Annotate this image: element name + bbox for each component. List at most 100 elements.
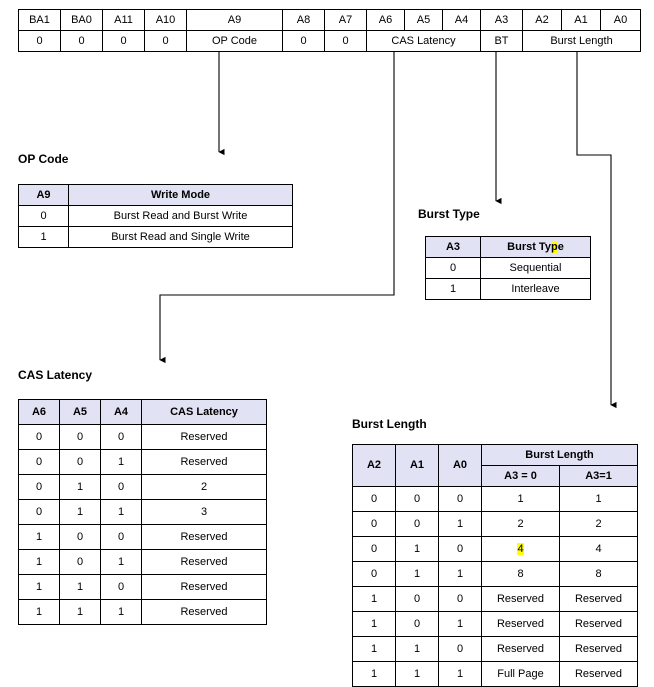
field-op-code: OP Code — [186, 30, 283, 52]
bl-row2-a3-0: 4 — [481, 536, 560, 562]
burst-length-caption: Burst Length — [352, 417, 427, 431]
cas-latency-caption: CAS Latency — [18, 368, 93, 382]
cas-row5-value: Reserved — [141, 549, 267, 575]
cas-row7-a6: 1 — [18, 599, 60, 625]
bit-label-a8: A8 — [282, 9, 325, 31]
field-burst-length: Burst Length — [522, 30, 641, 52]
table-row: 1 1 0 Reserved — [18, 574, 267, 600]
table-row: 1 Burst Read and Single Write — [18, 226, 293, 248]
bit-label-ba1: BA1 — [18, 9, 61, 31]
burst-type-row1-bit: 1 — [425, 278, 481, 300]
bl-row1-a3-1: 2 — [558, 511, 639, 537]
table-row: 1 0 0 Reserved Reserved — [352, 586, 639, 612]
opcode-header-a9: A9 — [18, 184, 69, 206]
cas-row2-a4: 0 — [100, 474, 142, 500]
table-header-row: A9 Write Mode — [18, 184, 293, 206]
cas-row2-a5: 1 — [59, 474, 101, 500]
bl-row6-a3-1: Reserved — [558, 636, 639, 662]
table-row: 0 0 0 1 1 — [352, 486, 639, 512]
burst-type-header-label: Burst Type — [480, 236, 591, 258]
bl-row5-a2: 1 — [352, 611, 396, 637]
table-row: 0 Burst Read and Burst Write — [18, 205, 293, 227]
opcode-caption: OP Code — [18, 152, 69, 166]
table-row: 0 1 1 8 8 — [352, 561, 639, 587]
burst-length-connector — [576, 50, 617, 409]
cas-row4-a4: 0 — [100, 524, 142, 550]
burst-type-row1-value: Interleave — [480, 278, 591, 300]
burst-type-header-text-before: Burst Ty — [507, 240, 551, 253]
bl-subheader-a3-0: A3 = 0 — [481, 465, 560, 487]
cas-row4-a6: 1 — [18, 524, 60, 550]
opcode-row1-value: Burst Read and Single Write — [68, 226, 293, 248]
burst-type-header-text-after: e — [557, 240, 564, 253]
bit-label-a1: A1 — [561, 9, 601, 31]
bl-row3-a1: 1 — [395, 561, 439, 587]
opcode-row0-value: Burst Read and Burst Write — [68, 205, 293, 227]
table-row: 0 1 0 2 — [18, 474, 267, 500]
table-header-row: A3 Burst Type — [425, 236, 591, 258]
cas-row6-a6: 1 — [18, 574, 60, 600]
field-ba0: 0 — [60, 30, 103, 52]
cas-row6-a4: 0 — [100, 574, 142, 600]
cas-row7-a4: 1 — [100, 599, 142, 625]
bl-header-a2: A2 — [352, 444, 396, 487]
cas-row5-a6: 1 — [18, 549, 60, 575]
mode-register-bit-map: BA1 BA0 A11 A10 A9 A8 A7 A6 A5 A4 A3 A2 … — [18, 9, 641, 52]
bit-label-a3: A3 — [480, 9, 523, 31]
cas-row0-a4: 0 — [100, 424, 142, 450]
table-row: 1 0 1 Reserved — [18, 549, 267, 575]
field-a10: 0 — [144, 30, 187, 52]
burst-type-row0-value: Sequential — [480, 257, 591, 279]
bl-row2-a1: 1 — [395, 536, 439, 562]
cas-row2-a6: 0 — [18, 474, 60, 500]
bl-row1-a2: 0 — [352, 511, 396, 537]
bl-row3-a3-1: 8 — [558, 561, 639, 587]
bl-row4-a2: 1 — [352, 586, 396, 612]
bit-field-row: 0 0 0 0 OP Code 0 0 CAS Latency BT Burst… — [18, 30, 641, 52]
bl-row4-a3-0: Reserved — [481, 586, 560, 612]
bl-row0-a2: 0 — [352, 486, 396, 512]
cas-row4-value: Reserved — [141, 524, 267, 550]
bl-row0-a1: 0 — [395, 486, 439, 512]
table-header-row: A6 A5 A4 CAS Latency — [18, 399, 267, 425]
field-ba1: 0 — [18, 30, 61, 52]
table-row: 0 0 0 Reserved — [18, 424, 267, 450]
bl-row6-a0: 0 — [438, 636, 482, 662]
field-a11: 0 — [102, 30, 145, 52]
table-row: 0 0 1 2 2 — [352, 511, 639, 537]
bl-row5-a0: 1 — [438, 611, 482, 637]
cas-row2-value: 2 — [141, 474, 267, 500]
bit-label-a0: A0 — [600, 9, 641, 31]
bl-row0-a3-1: 1 — [558, 486, 639, 512]
cas-row1-value: Reserved — [141, 449, 267, 475]
cas-latency-table: A6 A5 A4 CAS Latency 0 0 0 Reserved 0 0 … — [18, 399, 267, 625]
field-a8: 0 — [282, 30, 325, 52]
table-row: 1 0 1 Reserved Reserved — [352, 611, 639, 637]
cas-row6-a5: 1 — [59, 574, 101, 600]
table-header-row-sub: A3 = 0 A3=1 — [353, 465, 639, 487]
bl-row2-a3-0-highlight: 4 — [517, 542, 524, 555]
burst-type-header-highlight: p — [550, 240, 558, 253]
table-row: 1 Interleave — [425, 278, 591, 300]
bl-row4-a3-1: Reserved — [558, 586, 639, 612]
bl-row7-a1: 1 — [395, 661, 439, 687]
cas-row5-a4: 1 — [100, 549, 142, 575]
table-row: 0 1 1 3 — [18, 499, 267, 525]
bl-subheader-a3-1: A3=1 — [558, 465, 639, 487]
bit-label-row: BA1 BA0 A11 A10 A9 A8 A7 A6 A5 A4 A3 A2 … — [18, 9, 641, 31]
cas-row1-a4: 1 — [100, 449, 142, 475]
cas-header-value: CAS Latency — [141, 399, 267, 425]
bl-row6-a1: 1 — [395, 636, 439, 662]
bl-row2-a0: 0 — [438, 536, 482, 562]
bit-label-a9: A9 — [186, 9, 283, 31]
bl-row0-a3-0: 1 — [481, 486, 560, 512]
cas-header-a4: A4 — [100, 399, 142, 425]
opcode-row1-bit: 1 — [18, 226, 69, 248]
table-header-row-top: A2 A1 A0 Burst Length — [352, 444, 639, 487]
bl-header-a1: A1 — [395, 444, 439, 487]
field-a7: 0 — [324, 30, 367, 52]
cas-row3-value: 3 — [141, 499, 267, 525]
bl-row1-a3-0: 2 — [481, 511, 560, 537]
bl-row7-a3-1: Reserved — [558, 661, 639, 687]
field-cas-latency: CAS Latency — [366, 30, 481, 52]
